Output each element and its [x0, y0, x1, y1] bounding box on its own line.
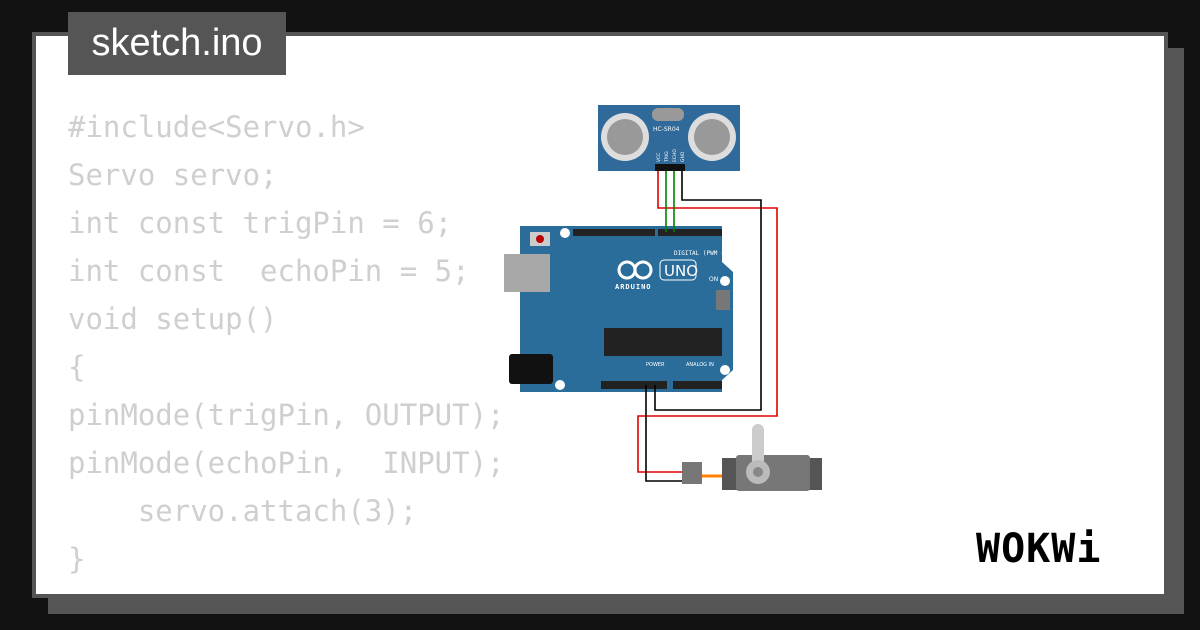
code-line: void setup(): [68, 302, 278, 336]
wire-gnd: [654, 171, 762, 411]
board-model: UNO: [664, 262, 698, 280]
power-label: POWER: [646, 362, 665, 368]
usb-port: [504, 254, 550, 292]
analog-label: ANALOG IN: [686, 362, 714, 368]
digital-label: DIGITAL (PWM ~): [674, 250, 728, 257]
code-line: int const trigPin = 6;: [68, 206, 453, 240]
ultrasonic-sensor: HC-SR04 VCC TRIG ECHO GND: [598, 105, 740, 171]
wokwi-logo: WOKWi: [976, 526, 1102, 572]
code-line: #include<Servo.h>: [68, 110, 365, 144]
code-line: void loop(): [68, 583, 505, 594]
atmega-chip: [604, 328, 722, 356]
code-line: int const echoPin = 5;: [68, 254, 470, 288]
code-preview: #include<Servo.h> Servo servo; int const t…: [68, 103, 505, 594]
code-line: {: [68, 350, 86, 384]
wire-vcc: [637, 171, 778, 473]
code-line: servo.attach(3);: [68, 494, 418, 528]
servo-motor: [682, 424, 822, 491]
wire-servo-gnd: [645, 385, 690, 482]
on-label: ON: [709, 276, 718, 283]
file-name-tag: sketch.ino: [68, 12, 286, 75]
sensor-label: HC-SR04: [653, 126, 680, 133]
code-line: Servo servo;: [68, 158, 278, 192]
pin-label-vcc: VCC: [656, 153, 662, 162]
board-brand: ARDUINO: [615, 283, 652, 291]
code-line: pinMode(echoPin, INPUT);: [68, 446, 505, 480]
power-jack: [509, 354, 553, 384]
arduino-uno-board: DIGITAL (PWM ~) UNO ARDUINO ON POWER ANA…: [504, 226, 733, 392]
reset-button: [536, 235, 544, 243]
code-line: pinMode(trigPin, OUTPUT);: [68, 398, 505, 432]
pin-label-trig: TRIG: [664, 151, 670, 163]
pin-label-gnd: GND: [680, 151, 686, 162]
pin-label-echo: ECHO: [672, 149, 678, 162]
code-line: }: [68, 542, 86, 576]
